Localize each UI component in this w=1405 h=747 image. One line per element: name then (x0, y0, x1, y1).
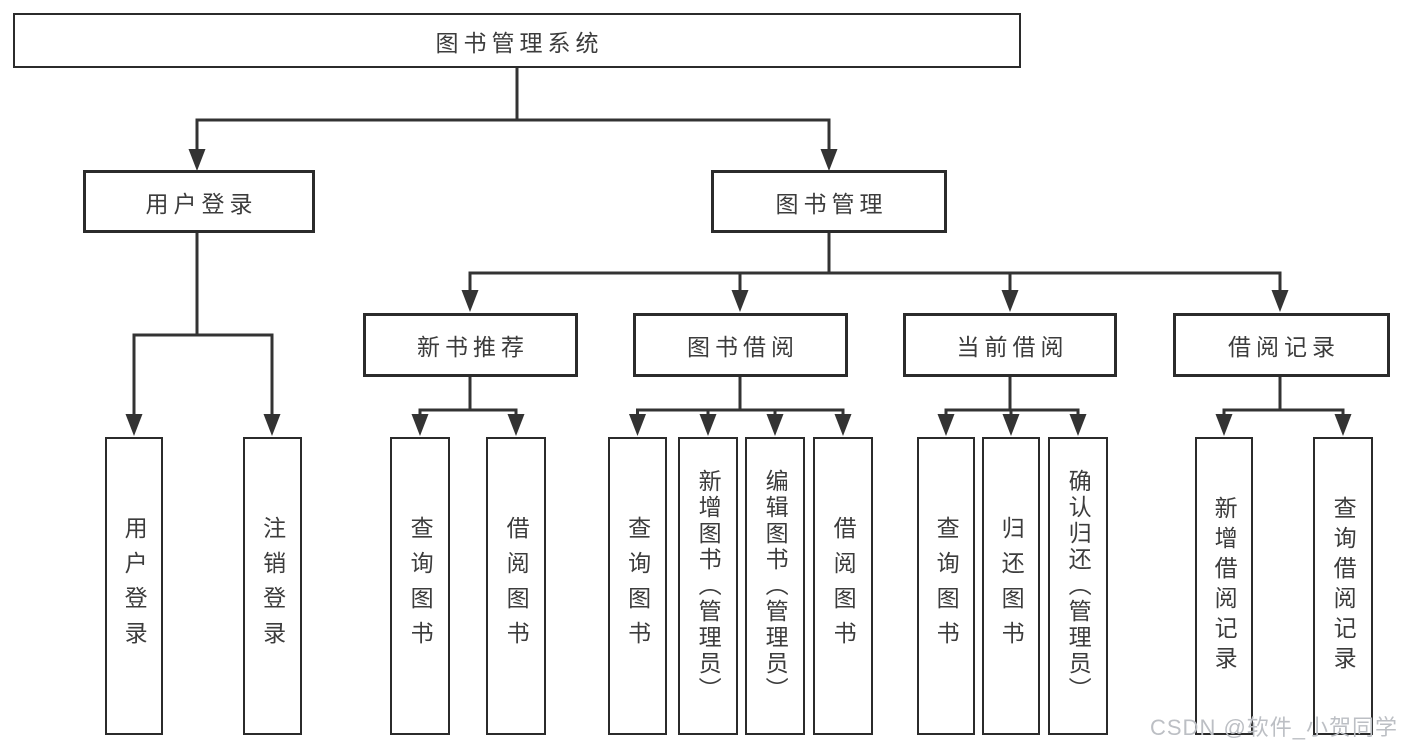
leaf-borrow-books-recommend: 借阅图书 (486, 437, 546, 735)
leaf-label: 归还图书 (998, 516, 1025, 656)
leaf-user-login: 用户登录 (105, 437, 163, 735)
leaf-query-books-recommend: 查询图书 (390, 437, 450, 735)
node-label: 图书借阅 (687, 334, 799, 360)
node-label: 图书管理 (775, 190, 888, 217)
node-module-new-book-recommend: 新书推荐 (363, 313, 578, 377)
leaf-confirm-return-admin: 确认归还（管理员） (1048, 437, 1108, 735)
leaf-label: 注销登录 (259, 516, 286, 656)
leaf-label: 查询图书 (933, 516, 960, 656)
leaf-label: 确认归还（管理员） (1065, 469, 1092, 703)
leaf-add-borrow-record: 新增借阅记录 (1195, 437, 1253, 735)
leaf-label: 新增图书（管理员） (695, 469, 722, 703)
leaf-add-books-admin: 新增图书（管理员） (678, 437, 738, 735)
leaf-label: 查询借阅记录 (1330, 496, 1357, 676)
node-module-current-borrow: 当前借阅 (903, 313, 1117, 377)
leaf-query-books-borrow: 查询图书 (608, 437, 667, 735)
node-label: 图书管理系统 (435, 29, 604, 56)
csdn-watermark: CSDN @软件_小贺同学 (1150, 715, 1399, 740)
node-label: 新书推荐 (417, 334, 529, 360)
node-module-book-borrow: 图书借阅 (633, 313, 848, 377)
leaf-label: 新增借阅记录 (1211, 496, 1238, 676)
node-label: 借阅记录 (1228, 334, 1340, 360)
leaf-label: 用户登录 (121, 516, 148, 656)
leaf-label: 编辑图书（管理员） (762, 469, 789, 703)
leaf-label: 借阅图书 (503, 516, 530, 656)
node-label: 当前借阅 (956, 334, 1069, 360)
leaf-logout: 注销登录 (243, 437, 302, 735)
leaf-label: 查询图书 (407, 516, 434, 656)
node-label: 用户登录 (145, 190, 258, 217)
node-book-management-branch: 图书管理 (711, 170, 947, 233)
node-user-login-branch: 用户登录 (83, 170, 315, 233)
leaf-return-books: 归还图书 (982, 437, 1040, 735)
leaf-query-borrow-record: 查询借阅记录 (1313, 437, 1373, 735)
leaf-label: 查询图书 (624, 516, 651, 656)
leaf-edit-books-admin: 编辑图书（管理员） (745, 437, 805, 735)
leaf-borrow-books: 借阅图书 (813, 437, 873, 735)
leaf-query-books-current: 查询图书 (917, 437, 975, 735)
node-module-borrow-records: 借阅记录 (1173, 313, 1390, 377)
node-system-root: 图书管理系统 (13, 13, 1021, 68)
leaf-label: 借阅图书 (830, 516, 857, 656)
